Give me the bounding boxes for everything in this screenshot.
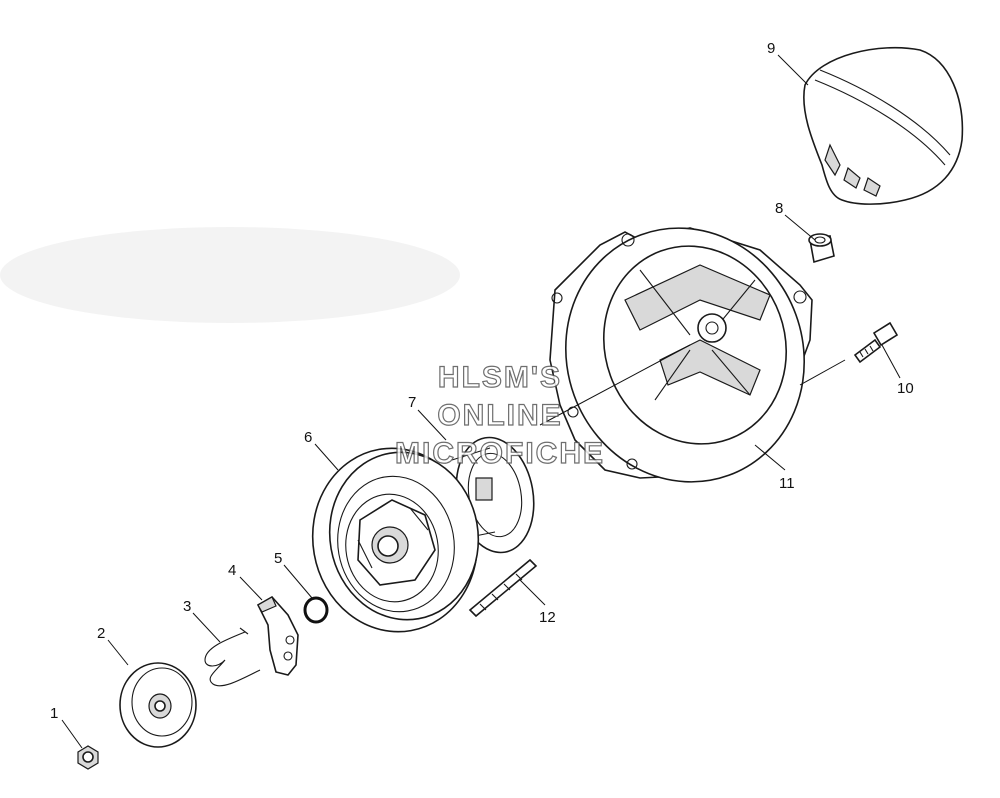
callout-4: 4 (228, 562, 236, 579)
callout-3: 3 (183, 598, 191, 615)
cover-plate (119, 662, 197, 748)
callout-1: 1 (50, 705, 58, 722)
nut (77, 745, 99, 770)
snap-ring (303, 596, 329, 624)
ratchet-pawl (256, 595, 299, 676)
watermark-line-3: MICROFICHE (394, 436, 605, 470)
spring-clip (204, 627, 261, 687)
rope-bushing (808, 233, 835, 264)
leader-lines (61, 54, 901, 749)
bolt (853, 321, 899, 364)
watermark-line-2: ONLINE (437, 398, 563, 432)
scan-smudge (0, 227, 460, 323)
callout-5: 5 (274, 550, 282, 567)
callout-labels: 1 2 3 4 5 6 7 8 9 10 11 12 (50, 40, 914, 722)
callout-7: 7 (408, 394, 416, 411)
callout-12: 12 (539, 609, 556, 626)
starter-rope (468, 558, 538, 618)
callout-6: 6 (304, 429, 312, 446)
starter-handle (803, 46, 964, 205)
callout-9: 9 (767, 40, 775, 57)
watermark-line-1: HLSM'S (437, 360, 563, 394)
callout-11: 11 (779, 475, 795, 492)
callout-10: 10 (897, 380, 914, 397)
callout-8: 8 (775, 200, 783, 217)
starter-housing (549, 227, 813, 483)
rope-pulley (311, 447, 480, 633)
callout-2: 2 (97, 625, 105, 642)
